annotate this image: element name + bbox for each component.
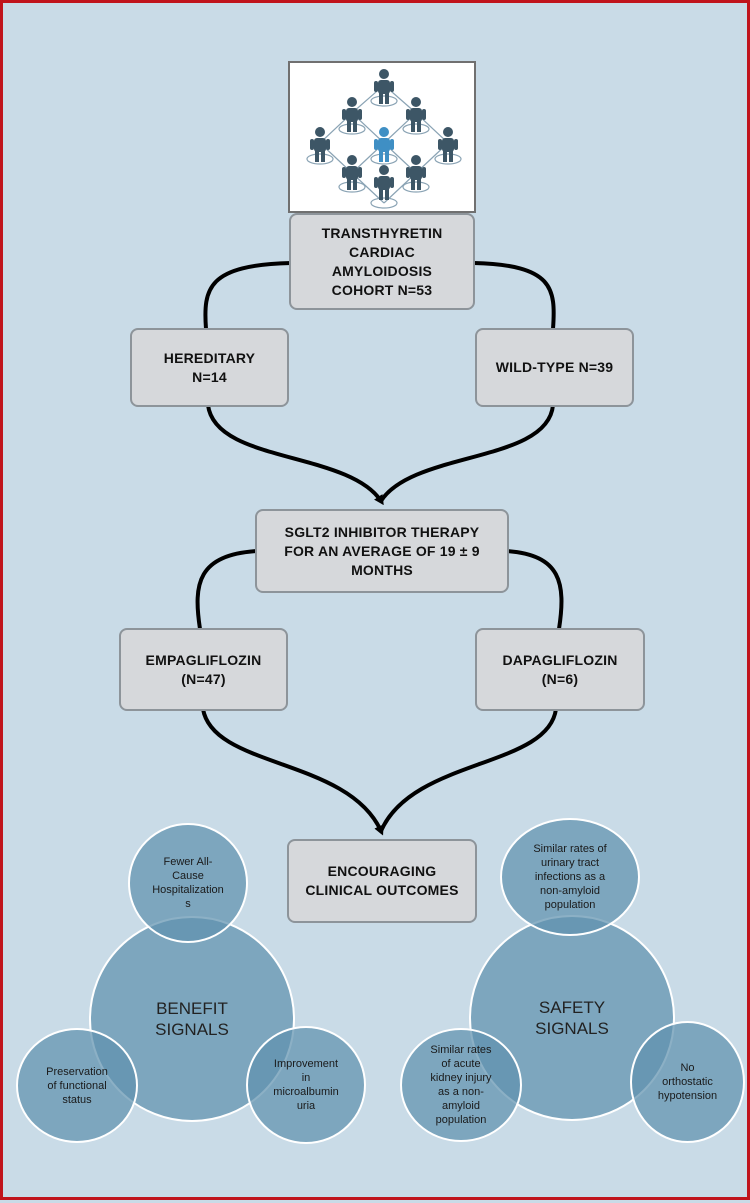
dapagliflozin-box: DAPAGLIFLOZIN (N=6)	[475, 628, 645, 711]
connector-cohort-wildtype	[473, 261, 556, 330]
flow-connectors	[195, 261, 564, 836]
outcomes-box: ENCOURAGING CLINICAL OUTCOMES	[287, 839, 477, 923]
safety-hypotension-bubble: No orthostatic hypotension	[630, 1021, 745, 1143]
hereditary-box: HEREDITARY N=14	[130, 328, 289, 407]
connector-therapy-dapagliflozin	[506, 549, 564, 630]
arrow-hereditary-therapy	[206, 404, 384, 506]
benefit-hospitalizations-bubble: Fewer All- Cause Hospitalization s	[128, 823, 248, 943]
connector-therapy-empagliflozin	[195, 549, 258, 630]
safety-kidney-injury-bubble: Similar rates of acute kidney injury as …	[400, 1028, 522, 1142]
safety-uti-bubble: Similar rates of urinary tract infection…	[500, 818, 640, 936]
empagliflozin-box: EMPAGLIFLOZIN (N=47)	[119, 628, 288, 711]
people-network-icon	[288, 61, 476, 213]
arrow-wildtype-therapy	[379, 404, 555, 503]
arrow-dapagliflozin-outcomes	[379, 708, 558, 832]
wild-type-box: WILD-TYPE N=39	[475, 328, 634, 407]
therapy-box: SGLT2 INHIBITOR THERAPY FOR AN AVERAGE O…	[255, 509, 509, 593]
cohort-box: TRANSTHYRETIN CARDIAC AMYLOIDOSIS COHORT…	[289, 213, 475, 310]
connector-cohort-hereditary	[203, 261, 292, 330]
benefit-microalbuminuria-bubble: Improvement in microalbumin uria	[246, 1026, 366, 1144]
arrow-empagliflozin-outcomes	[201, 708, 384, 836]
benefit-functional-status-bubble: Preservation of functional status	[16, 1028, 138, 1143]
